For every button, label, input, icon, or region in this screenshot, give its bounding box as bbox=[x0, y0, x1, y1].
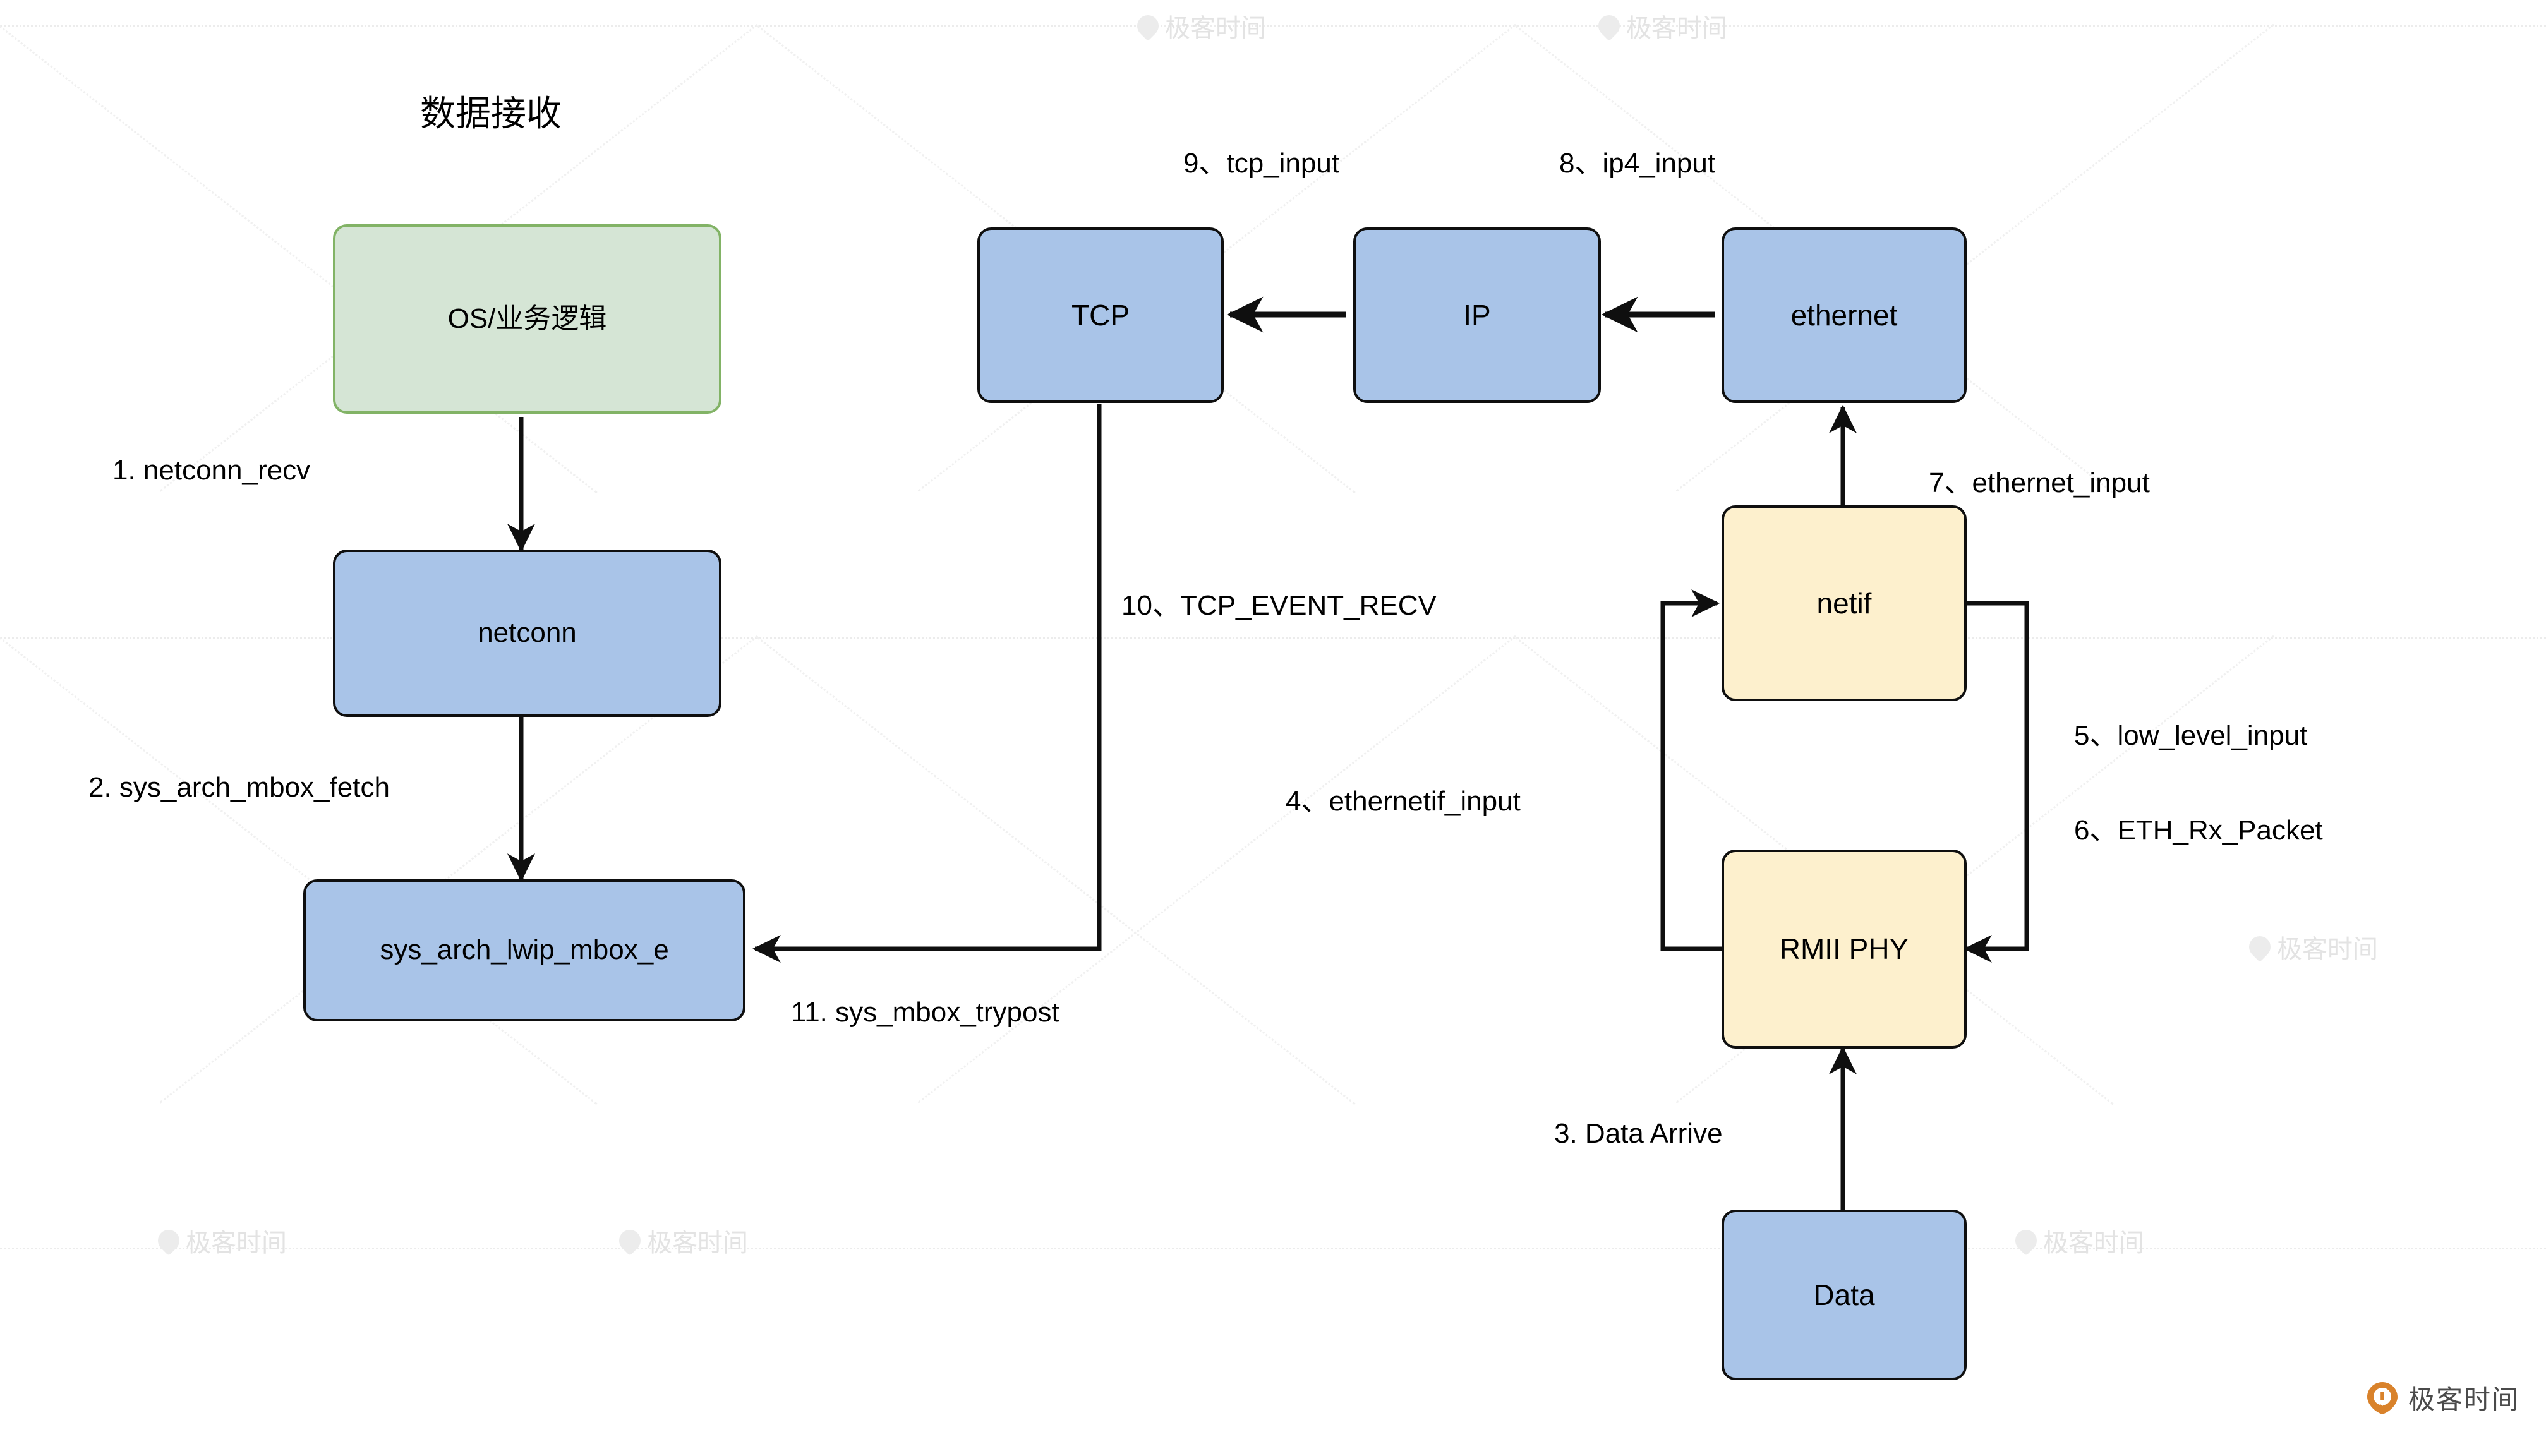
edge-label-5: 5、low_level_input bbox=[2074, 720, 2308, 751]
page-title: 数据接收 bbox=[420, 93, 562, 133]
edge-label-4: 4、ethernetif_input bbox=[1286, 786, 1521, 817]
edge-label-10: 10、TCP_EVENT_RECV bbox=[1121, 590, 1437, 621]
brand-watermark: 极客时间 bbox=[2365, 1378, 2519, 1417]
node-phy[interactable]: RMII PHY bbox=[1722, 850, 1967, 1049]
edge-label-2: 2. sys_arch_mbox_fetch bbox=[88, 772, 390, 803]
node-netconn-label: netconn bbox=[478, 617, 577, 649]
node-netif-label: netif bbox=[1816, 586, 1872, 620]
edge-label-8: 8、ip4_input bbox=[1559, 148, 1716, 179]
node-ethernet-label: ethernet bbox=[1790, 298, 1898, 332]
node-ethernet[interactable]: ethernet bbox=[1722, 227, 1967, 403]
node-data[interactable]: Data bbox=[1722, 1210, 1967, 1380]
node-netconn[interactable]: netconn bbox=[333, 550, 721, 717]
edge-tcp-to-mbox bbox=[752, 404, 1102, 963]
edge-label-7: 7、ethernet_input bbox=[1929, 467, 2150, 498]
edge-label-6: 6、ETH_Rx_Packet bbox=[2074, 815, 2323, 846]
edge-label-3: 3. Data Arrive bbox=[1554, 1118, 1723, 1149]
node-ip-label: IP bbox=[1463, 298, 1491, 332]
brand-label: 极客时间 bbox=[2408, 1385, 2519, 1414]
node-ip[interactable]: IP bbox=[1353, 227, 1601, 403]
node-tcp-label: TCP bbox=[1071, 298, 1130, 332]
node-tcp[interactable]: TCP bbox=[977, 227, 1224, 403]
node-os-label: OS/业务逻辑 bbox=[447, 303, 607, 334]
node-data-label: Data bbox=[1813, 1278, 1875, 1311]
node-mbox[interactable]: sys_arch_lwip_mbox_e bbox=[303, 879, 745, 1021]
node-netif[interactable]: netif bbox=[1722, 505, 1967, 701]
geekbang-logo-icon bbox=[2365, 1381, 2399, 1415]
edge-label-1: 1. netconn_recv bbox=[112, 455, 311, 486]
node-os[interactable]: OS/业务逻辑 bbox=[333, 224, 721, 414]
edge-label-9: 9、tcp_input bbox=[1183, 148, 1340, 179]
edge-phy-to-netif bbox=[1660, 589, 1725, 951]
edge-label-11: 11. sys_mbox_trypost bbox=[791, 997, 1059, 1028]
node-phy-label: RMII PHY bbox=[1779, 932, 1909, 966]
edge-netif-to-phy bbox=[1963, 601, 2029, 963]
node-mbox-label: sys_arch_lwip_mbox_e bbox=[380, 934, 669, 966]
